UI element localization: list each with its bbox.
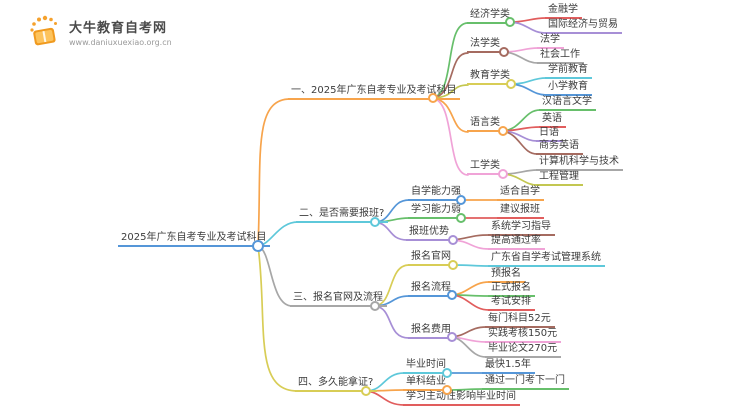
leaf-business-english[interactable]: 商务英语 <box>536 140 583 155</box>
cat-single-subject[interactable]: 单科结业 <box>403 376 450 391</box>
topic-2[interactable]: 二、是否需要报班? <box>296 208 389 223</box>
topic-4[interactable]: 四、多久能拿证? <box>295 377 378 392</box>
leaf-english[interactable]: 英语 <box>539 113 566 128</box>
node-dot <box>456 195 466 205</box>
connector <box>452 234 490 241</box>
connector <box>502 173 538 186</box>
leaf-computer-science[interactable]: 计算机科学与技术 <box>536 156 623 171</box>
leaf-preschool-edu[interactable]: 学前教育 <box>545 64 592 79</box>
cat-law[interactable]: 法学类 <box>467 38 504 53</box>
leaf-fee-practice[interactable]: 实践考核150元 <box>485 328 562 343</box>
topic-1[interactable]: 一、2025年广东自考专业及考试科目 <box>288 85 461 100</box>
connector <box>509 17 547 23</box>
logo-title: 大牛教育自考网 <box>69 21 168 36</box>
node-dot <box>448 260 458 270</box>
cat-learning-weak[interactable]: 学习能力弱 <box>408 204 465 219</box>
leaf-fastest[interactable]: 最快1.5年 <box>482 359 535 374</box>
connector <box>503 51 539 64</box>
connector <box>432 22 469 99</box>
leaf-suit-self-study[interactable]: 适合自学 <box>497 186 544 201</box>
connector <box>374 221 408 241</box>
node-dot <box>361 386 371 396</box>
cat-education[interactable]: 教育学类 <box>467 70 514 85</box>
cat-engineering[interactable]: 工学类 <box>467 160 504 175</box>
node-dot <box>498 169 508 179</box>
leaf-pre-registration[interactable]: 预报名 <box>488 268 525 283</box>
cat-self-study-strong[interactable]: 自学能力强 <box>408 186 465 201</box>
logo[interactable]: 大牛教育自考网 www.daniuxuexiao.org.cn <box>28 14 172 50</box>
node-dot <box>505 17 515 27</box>
node-dot <box>428 93 438 103</box>
leaf-engineering-mgmt[interactable]: 工程管理 <box>536 171 583 186</box>
leaf-primary-edu[interactable]: 小学教育 <box>545 81 592 96</box>
leaf-gd-system[interactable]: 广东省自学考试管理系统 <box>488 252 605 267</box>
connector <box>502 130 538 155</box>
connector <box>257 245 293 307</box>
connector <box>451 326 487 338</box>
connector <box>257 98 291 247</box>
connector <box>502 169 538 175</box>
node-dot <box>252 240 264 252</box>
connector <box>432 52 469 99</box>
leaf-pass-one-by-one[interactable]: 通过一门考下一门 <box>482 375 569 390</box>
connector <box>374 305 410 339</box>
connector <box>452 239 490 250</box>
leaf-law[interactable]: 法学 <box>537 34 564 49</box>
cat-language[interactable]: 语言类 <box>467 117 504 132</box>
leaf-exam-arrangement[interactable]: 考试安排 <box>488 296 535 311</box>
node-dot <box>448 235 458 245</box>
connector <box>432 97 469 176</box>
connector <box>510 83 547 96</box>
connector <box>257 245 298 392</box>
node-dot <box>442 385 452 395</box>
node-root[interactable]: 2025年广东自考专业及考试科目 <box>118 232 271 247</box>
book-with-rays-icon <box>30 15 57 46</box>
leaf-japanese[interactable]: 日语 <box>536 127 563 142</box>
connector <box>451 281 490 296</box>
node-dot <box>370 301 380 311</box>
cat-reg-flow[interactable]: 报名流程 <box>408 282 455 297</box>
leaf-finance[interactable]: 金融学 <box>545 4 582 19</box>
cat-reg-fee[interactable]: 报名费用 <box>408 324 455 339</box>
connector <box>509 21 547 34</box>
leaf-social-work[interactable]: 社会工作 <box>537 49 584 64</box>
connector <box>365 390 405 406</box>
connector <box>510 77 547 85</box>
leaf-fee-thesis[interactable]: 毕业论文270元 <box>485 343 562 358</box>
cat-graduation-time[interactable]: 毕业时间 <box>403 359 450 374</box>
connector <box>452 264 490 267</box>
node-dot <box>447 290 457 300</box>
cat-reg-site[interactable]: 报名官网 <box>408 251 455 266</box>
cat-economics[interactable]: 经济学类 <box>467 9 514 24</box>
leaf-initiative-affects[interactable]: 学习主动性影响毕业时间 <box>403 391 520 406</box>
topic-3[interactable]: 三、报名官网及流程 <box>290 292 387 307</box>
connector <box>503 47 539 53</box>
node-dot <box>506 79 516 89</box>
node-dot <box>499 47 509 57</box>
node-dot <box>447 332 457 342</box>
connector <box>432 97 469 133</box>
node-dot <box>442 368 452 378</box>
leaf-pass-rate[interactable]: 提高通过率 <box>488 235 545 250</box>
leaf-suggest-class[interactable]: 建议报班 <box>497 204 544 219</box>
node-dot <box>498 126 508 136</box>
cat-class-advantage[interactable]: 报班优势 <box>406 226 453 241</box>
node-dot <box>370 217 380 227</box>
leaf-formal-registration[interactable]: 正式报名 <box>488 282 535 297</box>
leaf-intl-trade[interactable]: 国际经济与贸易 <box>545 19 622 34</box>
leaf-fee-per-subject[interactable]: 每门科目52元 <box>485 313 555 328</box>
connector <box>446 388 484 391</box>
leaf-chinese-lit[interactable]: 汉语言文学 <box>539 96 596 111</box>
leaf-systematic-guidance[interactable]: 系统学习指导 <box>488 221 555 236</box>
node-dot <box>456 213 466 223</box>
connector <box>451 294 490 311</box>
logo-url: www.daniuxuexiao.org.cn <box>69 38 172 47</box>
